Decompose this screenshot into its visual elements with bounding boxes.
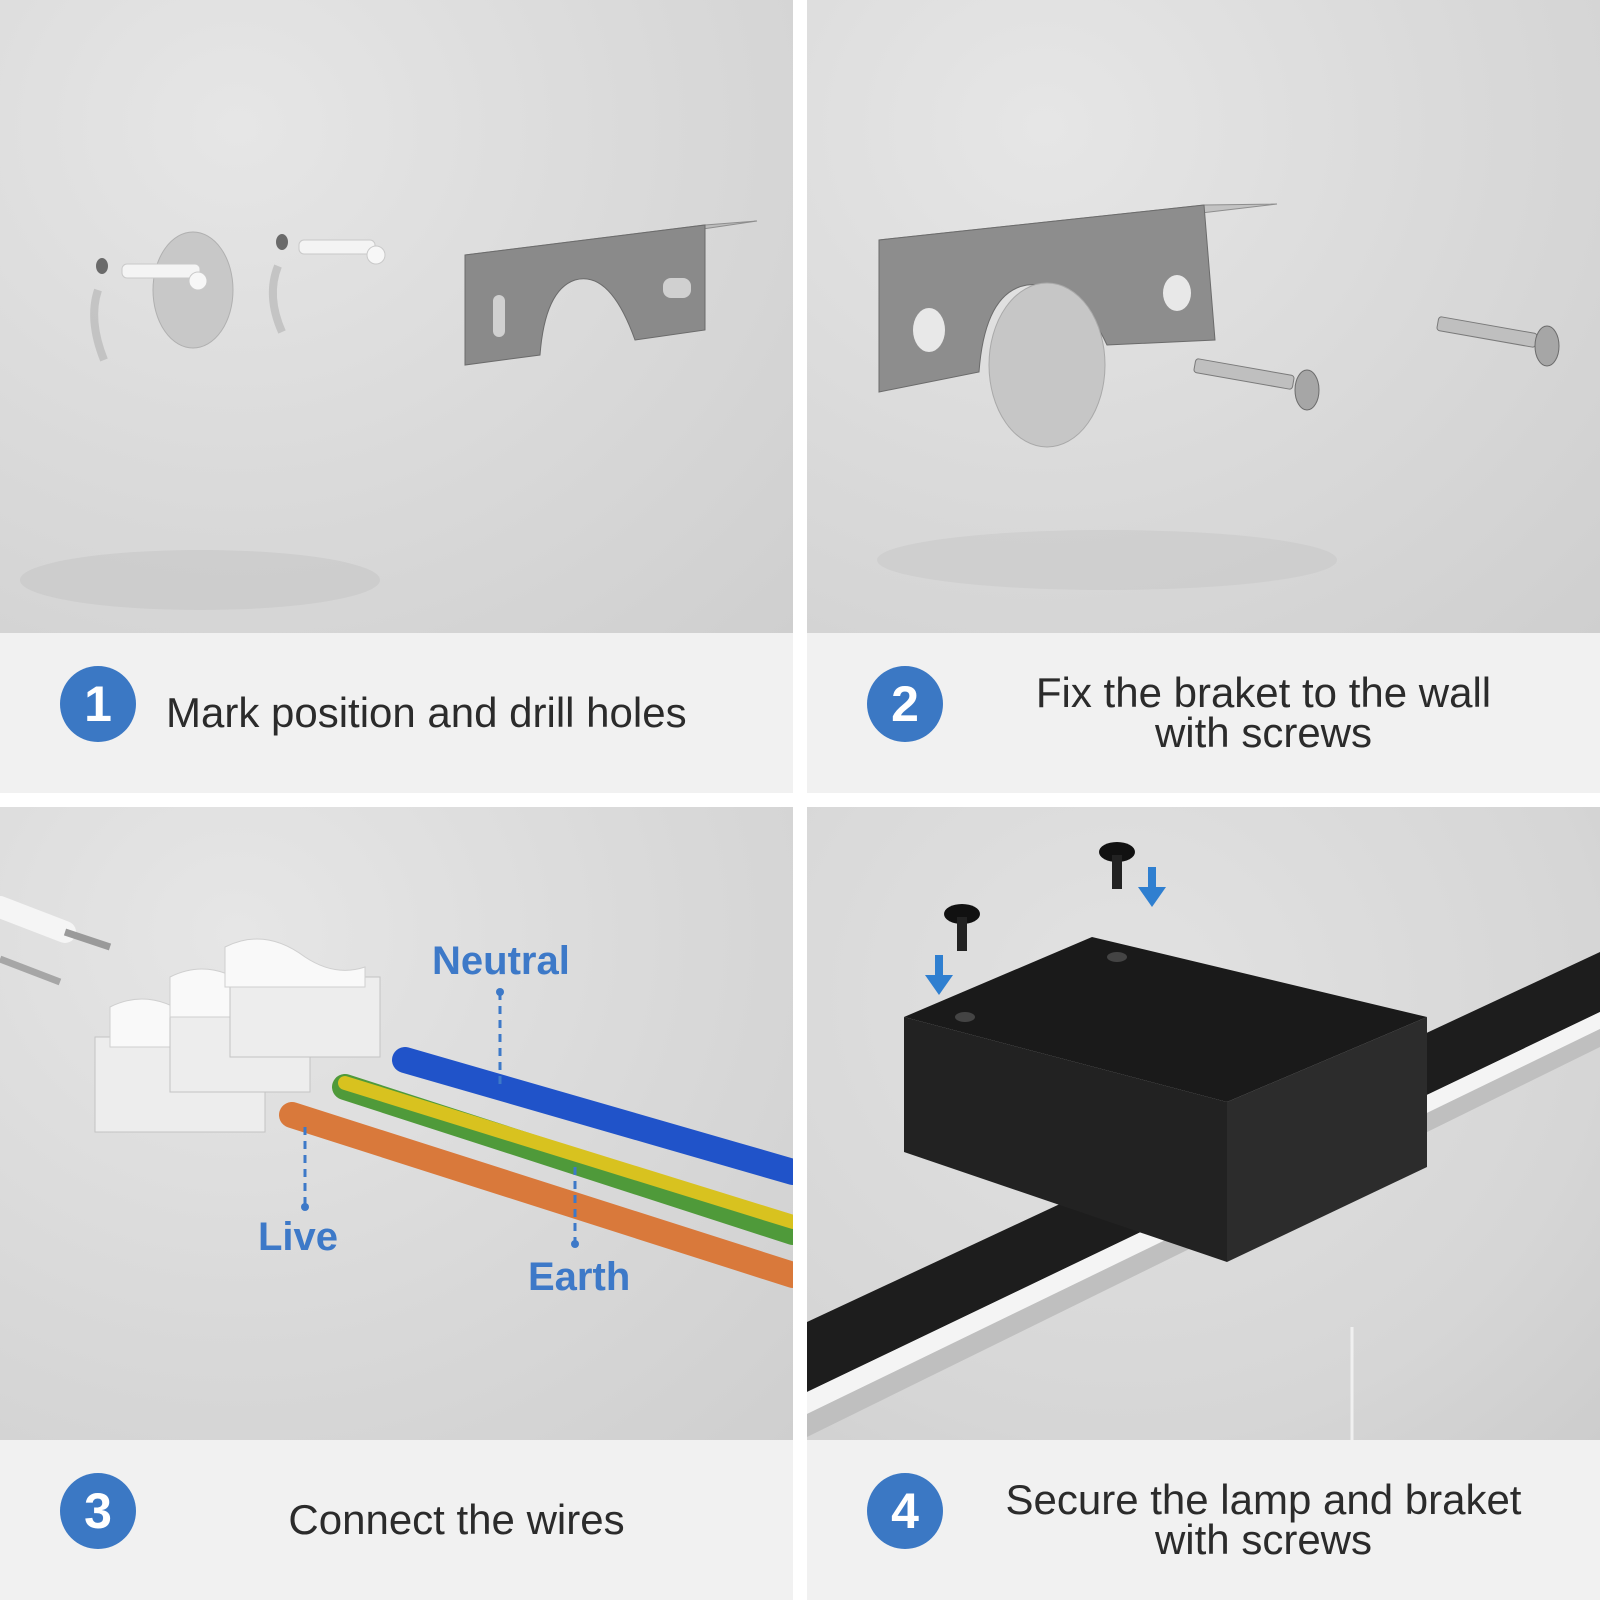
wiring-illustration — [0, 896, 793, 1288]
step-1-illustration — [0, 0, 793, 633]
earth-wire-yellow — [338, 1076, 793, 1229]
step-instruction-line: Mark position and drill holes — [166, 689, 687, 736]
step-4-panel: 4 Secure the lamp and braket with screws — [807, 807, 1600, 1600]
wall-plug-icon — [298, 239, 386, 265]
step-instruction-line: Fix the braket to the wall — [1035, 669, 1492, 716]
wall-plug-icon — [121, 263, 208, 291]
cable-icon — [0, 896, 112, 986]
step-3-panel: Neutral Live Earth 3 Connect the wires — [0, 807, 793, 1600]
step-instruction: Mark position and drill holes — [166, 633, 763, 793]
step-4-caption: 4 Secure the lamp and braket with screws — [807, 1440, 1600, 1600]
step-instruction: Connect the wires — [150, 1440, 763, 1600]
step-instruction-line: Connect the wires — [288, 1496, 625, 1543]
step-instruction-line: with screws — [1154, 709, 1373, 756]
wall-box-cover-icon — [152, 231, 234, 349]
screw-icon — [944, 904, 980, 951]
screw-icon — [1193, 358, 1320, 411]
live-label: Live — [258, 1215, 339, 1259]
down-arrow-icon — [1138, 867, 1166, 907]
step-2-illustration — [807, 0, 1600, 633]
neutral-label: Neutral — [432, 939, 570, 983]
neutral-wire — [392, 1047, 793, 1185]
step-instruction: Secure the lamp and braket with screws — [957, 1440, 1570, 1600]
screw-icon — [1436, 316, 1560, 367]
step-4-illustration — [807, 807, 1600, 1440]
terminal-block-icon — [224, 938, 381, 1058]
step-1-panel: 1 Mark position and drill holes — [0, 0, 793, 793]
down-arrow-icon — [925, 955, 953, 995]
mounting-bracket-icon — [464, 220, 758, 366]
step-3-illustration: Neutral Live Earth — [0, 807, 793, 1440]
step-number-badge: 1 — [60, 666, 136, 742]
drill-hole-icon — [96, 258, 108, 274]
earth-label: Earth — [528, 1255, 631, 1299]
step-number-badge: 2 — [867, 666, 943, 742]
junction-box-icon — [904, 937, 1427, 1262]
step-number-badge: 3 — [60, 1473, 136, 1549]
step-3-caption: 3 Connect the wires — [0, 1440, 793, 1600]
fix-bracket-illustration — [877, 203, 1560, 590]
wall-box-cover-icon — [988, 282, 1106, 448]
secure-lamp-illustration — [807, 842, 1600, 1440]
drill-hole-icon — [276, 234, 288, 250]
step-instruction-line: with screws — [1154, 1516, 1373, 1563]
step-instruction: Fix the braket to the wall with screws — [957, 633, 1570, 793]
step-number-badge: 4 — [867, 1473, 943, 1549]
step-2-caption: 2 Fix the braket to the wall with screws — [807, 633, 1600, 793]
step-instruction-line: Secure the lamp and braket — [1005, 1476, 1522, 1523]
step-2-panel: 2 Fix the braket to the wall with screws — [807, 0, 1600, 793]
drill-holes-illustration — [20, 220, 758, 610]
live-wire — [279, 1102, 793, 1288]
screw-icon — [1099, 842, 1135, 889]
step-1-caption: 1 Mark position and drill holes — [0, 633, 793, 793]
